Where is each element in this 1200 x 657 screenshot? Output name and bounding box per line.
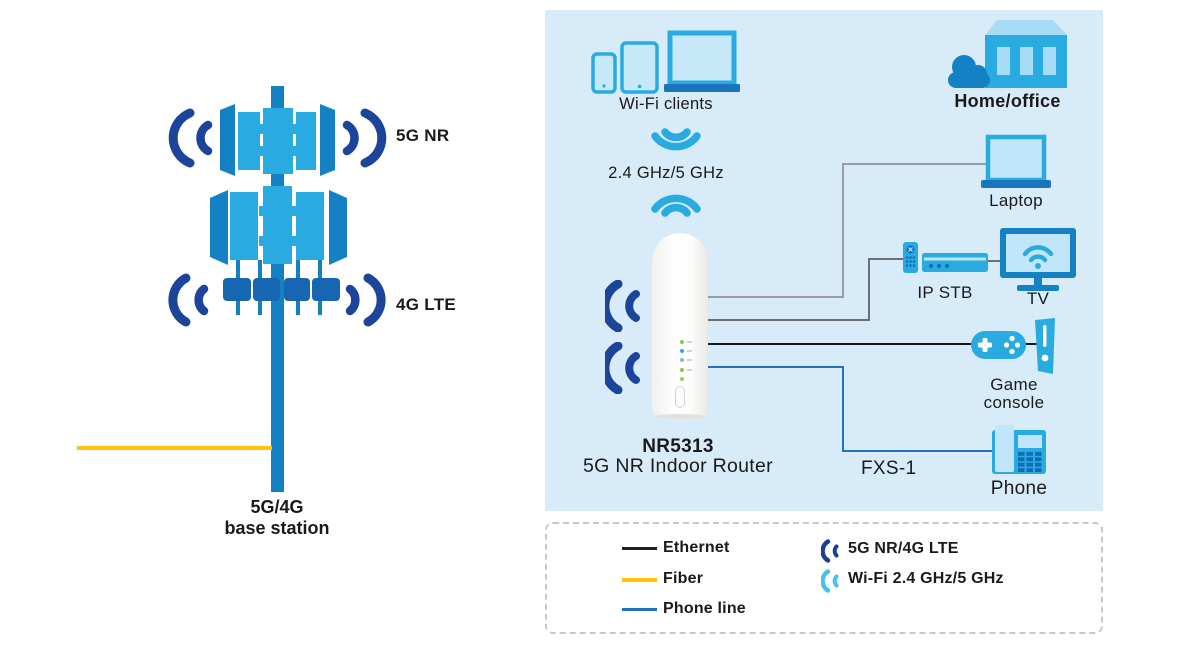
game-console-label: Game console <box>966 376 1062 412</box>
tablet-icon <box>620 41 659 94</box>
ethernet-line-game <box>707 343 973 345</box>
game-label-line1: Game <box>990 375 1038 394</box>
building-roof <box>985 20 1067 35</box>
base-station-caption-line1: 5G/4G <box>250 497 304 517</box>
router-led-tick-4 <box>687 369 692 371</box>
label-5g-nr: 5G NR <box>396 126 450 145</box>
wifi-arcs-up-icon <box>651 128 701 151</box>
ethernet-line-laptop-v <box>842 163 844 298</box>
router-led-tick-2 <box>687 350 692 352</box>
phone-line-v <box>842 366 844 452</box>
ethernet-line-laptop-h2 <box>842 163 988 165</box>
legend-ethernet-label: Ethernet <box>663 539 730 556</box>
legend-wifi-icon <box>821 569 839 593</box>
signal-arcs-4g <box>168 273 386 327</box>
fxs-label: FXS-1 <box>861 458 917 479</box>
wifi-clients-label: Wi-Fi clients <box>619 95 713 113</box>
router-led-tick-1 <box>687 341 692 343</box>
ethernet-line-stb-v <box>868 258 870 321</box>
router-led-1 <box>680 340 684 344</box>
cellular-arcs-icon-top <box>605 280 640 332</box>
router-model-label: NR5313 <box>642 436 714 457</box>
router-led-2 <box>680 349 684 353</box>
router-name-label: 5G NR Indoor Router <box>583 455 773 477</box>
phone-keypad <box>1018 452 1042 472</box>
laptop-label: Laptop <box>989 191 1043 210</box>
phone-line-h1 <box>707 366 844 368</box>
band-label: 2.4 GHz/5 GHz <box>608 164 724 182</box>
desk-phone-icon <box>992 425 1046 474</box>
smartphone-icon <box>591 52 617 94</box>
tv-label: TV <box>1026 289 1050 308</box>
tv-wifi-icon <box>1022 245 1054 263</box>
home-office-icon <box>948 20 1067 88</box>
laptop-right-icon <box>981 134 1051 188</box>
wifi-clients-icons <box>591 30 740 94</box>
ip-stb-icon <box>903 242 988 273</box>
legend-cellular-icon <box>821 539 839 563</box>
game-label-line2: console <box>983 393 1045 412</box>
game-console-icon <box>971 318 1055 374</box>
ethernet-line-stb-h2 <box>868 258 905 260</box>
antenna-units-4g <box>223 278 340 301</box>
legend-wifi-label: Wi-Fi 2.4 GHz/5 GHz <box>848 570 1004 587</box>
label-4g-lte: 4G LTE <box>396 295 457 314</box>
router-led-5 <box>680 377 684 381</box>
wifi-arcs-down-icon <box>651 194 701 217</box>
cloud-icon <box>948 55 990 88</box>
router-wps-button <box>675 386 685 408</box>
signal-arcs-5g <box>168 108 387 168</box>
remote-control-icon <box>903 242 918 273</box>
base-station-caption-line2: base station <box>224 518 330 538</box>
base-station-tower-icon <box>77 86 387 492</box>
router-base-shadow <box>655 414 705 419</box>
legend-fiber-line <box>622 578 657 582</box>
phone-display <box>1018 435 1042 448</box>
fiber-line <box>77 446 272 450</box>
phone-line-h2 <box>842 450 992 452</box>
ipstb-label: IP STB <box>917 283 973 302</box>
cellular-arcs-icon-bottom <box>605 342 640 394</box>
home-office-label: Home/office <box>954 91 1061 111</box>
base-station-caption: 5G/4G base station <box>177 497 377 539</box>
indoor-router-icon <box>652 233 708 419</box>
laptop-icon <box>664 30 740 92</box>
phone-handset <box>995 425 1014 472</box>
console-tower-icon <box>1035 318 1055 374</box>
legend-phone-line-label: Phone line <box>663 600 746 617</box>
ethernet-line-stb-h1 <box>707 319 870 321</box>
legend-cellular-label: 5G NR/4G LTE <box>848 540 959 557</box>
legend-phone-line <box>622 608 657 611</box>
router-led-tick-3 <box>687 359 692 361</box>
gamepad-icon <box>971 331 1026 359</box>
router-led-4 <box>680 368 684 372</box>
set-top-box-icon <box>922 253 988 272</box>
ethernet-line-laptop-h1 <box>707 296 843 298</box>
legend-fiber-label: Fiber <box>663 570 704 587</box>
antenna-array-5g <box>220 104 335 176</box>
ethernet-line-stb-tv <box>988 260 1001 262</box>
router-led-3 <box>680 358 684 362</box>
legend-ethernet-line <box>622 547 657 550</box>
tv-icon <box>1000 228 1076 291</box>
phone-label: Phone <box>990 478 1048 499</box>
